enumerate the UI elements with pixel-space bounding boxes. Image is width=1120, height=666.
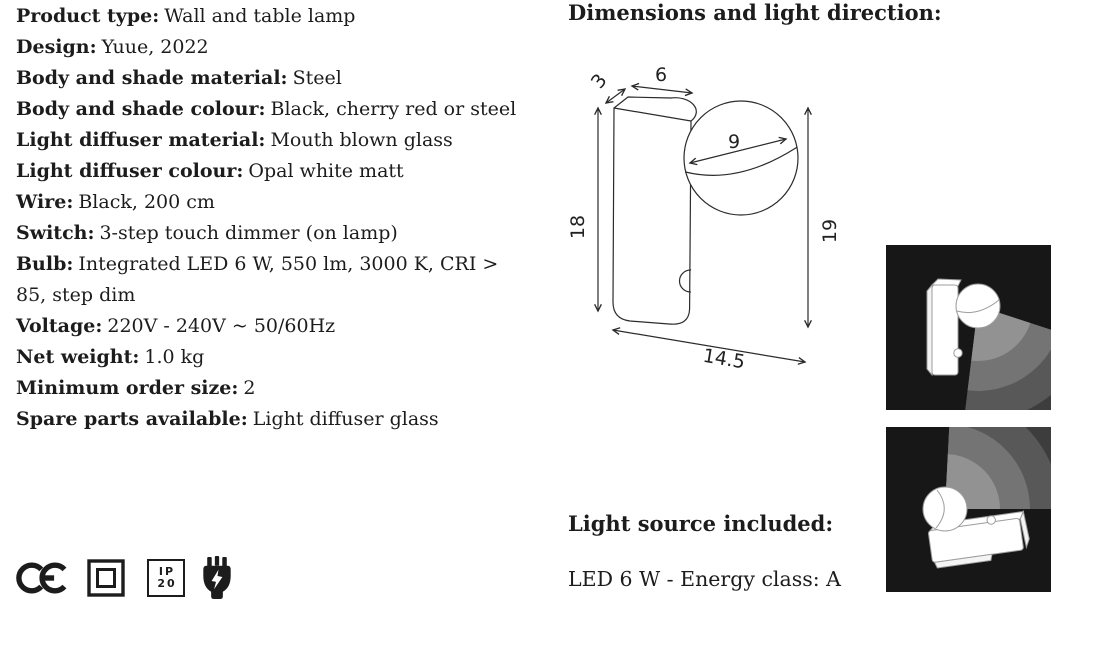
spec-label: Bulb: <box>16 253 74 275</box>
spec-label: Wire: <box>16 191 74 213</box>
spec-label: Minimum order size: <box>16 377 239 399</box>
dim-line-9 <box>690 139 786 163</box>
wall-mount-light-direction-image <box>886 245 1051 410</box>
dim-label-total-height: 19 <box>819 219 841 243</box>
spec-label: Voltage: <box>16 315 103 337</box>
spec-value: Wall and table lamp <box>164 5 356 27</box>
dimension-drawing: 3 6 9 18 19 14.5 <box>567 64 841 374</box>
ce-mark-icon <box>16 562 67 594</box>
spec-row: Body and shade colour:Black, cherry red … <box>16 94 526 125</box>
spec-label: Design: <box>16 36 97 58</box>
ip20-rating-icon: IP 20 <box>147 559 185 597</box>
spec-value: Steel <box>292 67 342 89</box>
spec-row: Light diffuser colour:Opal white matt <box>16 156 526 187</box>
spec-label: Net weight: <box>16 346 140 368</box>
spec-label: Light diffuser colour: <box>16 160 244 182</box>
spec-row: Spare parts available:Light diffuser gla… <box>16 404 526 435</box>
spec-row: Minimum order size:2 <box>16 373 526 404</box>
spec-row: Voltage:220V - 240V ~ 50/60Hz <box>16 311 526 342</box>
spec-row: Bulb:Integrated LED 6 W, 550 lm, 3000 K,… <box>16 249 526 311</box>
dim-line-3 <box>606 89 625 103</box>
dim-label-body-height: 18 <box>567 215 589 239</box>
spec-row: Design:Yuue, 2022 <box>16 32 526 63</box>
light-source-value: LED 6 W - Energy class: A <box>568 567 841 591</box>
spec-row: Light diffuser material:Mouth blown glas… <box>16 125 526 156</box>
spec-row: Product type:Wall and table lamp <box>16 1 526 32</box>
spec-label: Body and shade material: <box>16 67 288 89</box>
double-insulation-icon <box>87 559 125 597</box>
spec-value: Black, 200 cm <box>78 191 215 213</box>
switch-notch <box>678 269 692 293</box>
spec-value: 1.0 kg <box>144 346 205 368</box>
spec-label: Switch: <box>16 222 95 244</box>
spec-value: Black, cherry red or steel <box>270 98 517 120</box>
spec-label: Spare parts available: <box>16 408 248 430</box>
spec-label: Light diffuser material: <box>16 129 266 151</box>
ip-rating-line1: IP <box>158 564 176 578</box>
light-source-heading: Light source included: <box>568 511 834 536</box>
table-mount-light-direction-image <box>886 427 1051 592</box>
spec-label: Product type: <box>16 5 160 27</box>
spec-value: Yuue, 2022 <box>101 36 209 58</box>
certification-icons: IP 20 <box>16 555 234 600</box>
dim-line-14-5 <box>613 330 805 362</box>
spec-label: Body and shade colour: <box>16 98 266 120</box>
spec-value: Opal white matt <box>248 160 404 182</box>
spec-list: Product type:Wall and table lamp Design:… <box>16 1 526 435</box>
dim-line-6 <box>632 86 692 93</box>
dim-label-depth: 3 <box>587 70 612 93</box>
spec-value: Integrated LED 6 W, 550 lm, 3000 K, CRI … <box>16 253 499 306</box>
lamp-body-top <box>613 96 697 122</box>
spec-value: 2 <box>243 377 256 399</box>
ip-rating-line2: 20 <box>157 577 177 590</box>
dim-label-total-width: 14.5 <box>701 345 746 374</box>
spec-value: 3-step touch dimmer (on lamp) <box>99 222 398 244</box>
spec-row: Net weight:1.0 kg <box>16 342 526 373</box>
spec-row: Body and shade material:Steel <box>16 63 526 94</box>
dim-label-sphere: 9 <box>728 131 740 153</box>
dim-label-width: 6 <box>655 64 667 86</box>
spec-value: 220V - 240V ~ 50/60Hz <box>107 315 336 337</box>
spec-value: Light diffuser glass <box>252 408 439 430</box>
power-plug-icon <box>203 555 231 599</box>
spec-row: Wire:Black, 200 cm <box>16 187 526 218</box>
spec-value: Mouth blown glass <box>270 129 453 151</box>
lamp-body-front <box>612 107 692 325</box>
sphere-shade <box>683 100 799 216</box>
dimensions-heading: Dimensions and light direction: <box>568 0 942 25</box>
spec-row: Switch:3-step touch dimmer (on lamp) <box>16 218 526 249</box>
